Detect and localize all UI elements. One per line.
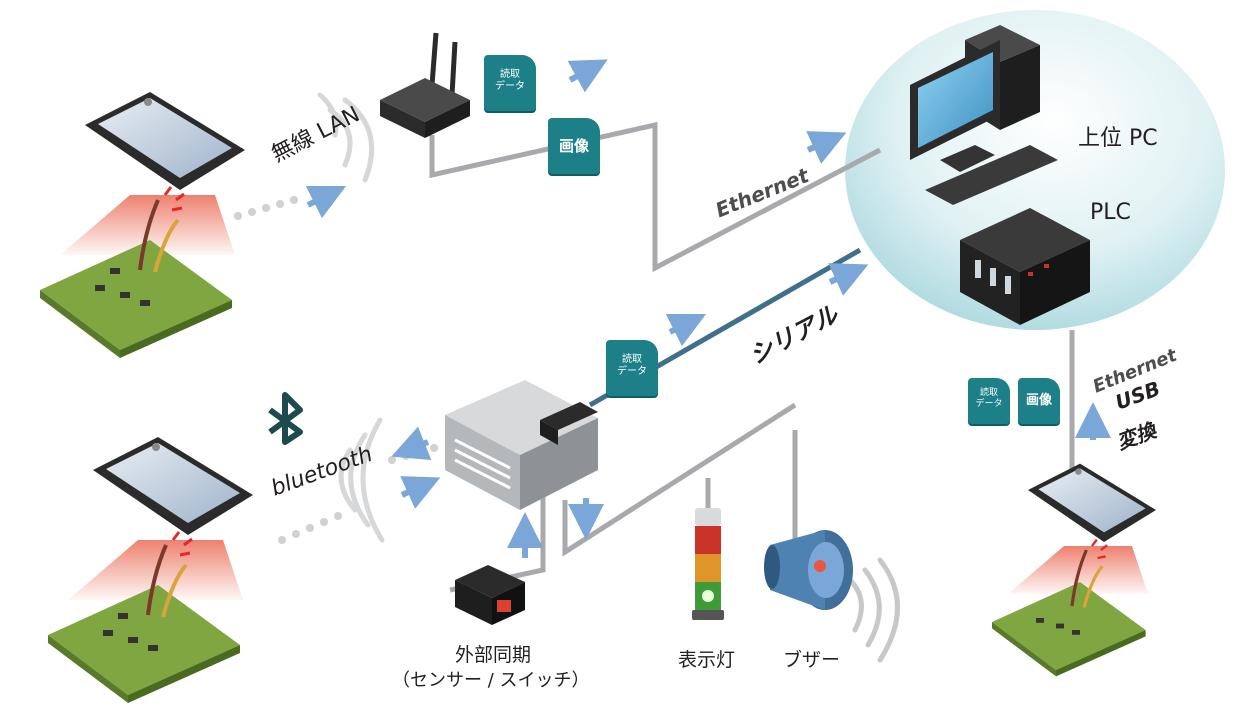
buzzer-label: ブザー (783, 649, 841, 671)
arrow-ethernet-pc (806, 131, 847, 164)
image-badge-usb: 画像 (1018, 378, 1060, 424)
handheld-terminal-right (992, 463, 1156, 677)
read-data-badge-serial: 読取データ (606, 340, 658, 396)
indicator-light-label: 表示灯 (678, 649, 736, 671)
plc-icon (960, 208, 1090, 325)
handheld-terminal-top (40, 92, 245, 358)
external-sync-label-line2: （センサー / スイッチ） (392, 670, 590, 691)
image-badge-router: 画像 (548, 118, 600, 174)
flow-arrows (305, 59, 1111, 558)
arrow-bt-out (391, 426, 432, 461)
buzzer-icon (764, 530, 853, 610)
arrow-serial-2 (828, 263, 869, 296)
arrow-bt-in (400, 476, 441, 509)
sync-sensor-icon (455, 565, 525, 625)
bluetooth-waves-icon (338, 417, 385, 543)
indicator-light-icon (692, 508, 724, 620)
handheld-terminal-bottom (48, 437, 253, 703)
pc-icon (910, 25, 1058, 205)
network-lines (429, 121, 1075, 593)
read-data-badge-router: 読取データ (484, 55, 536, 111)
upper-pc-label: 上位 PC (1078, 126, 1158, 151)
plc-label: PLC (1090, 200, 1131, 225)
buzzer-waves-icon (847, 557, 900, 663)
io-bus-line (562, 402, 797, 557)
arrow-to-router (305, 185, 347, 219)
ethernet-line-router (429, 121, 882, 273)
bluetooth-icon (268, 392, 303, 445)
arrow-serial-1 (665, 313, 707, 347)
router-waves-icon (317, 92, 375, 183)
arrow-up-ethernet (567, 59, 608, 93)
wireless-router-icon (380, 32, 470, 138)
external-sync-label-line1: 外部同期 (455, 644, 532, 666)
read-data-badge-usb: 読取データ (968, 378, 1010, 424)
controller-box-icon (445, 380, 598, 510)
